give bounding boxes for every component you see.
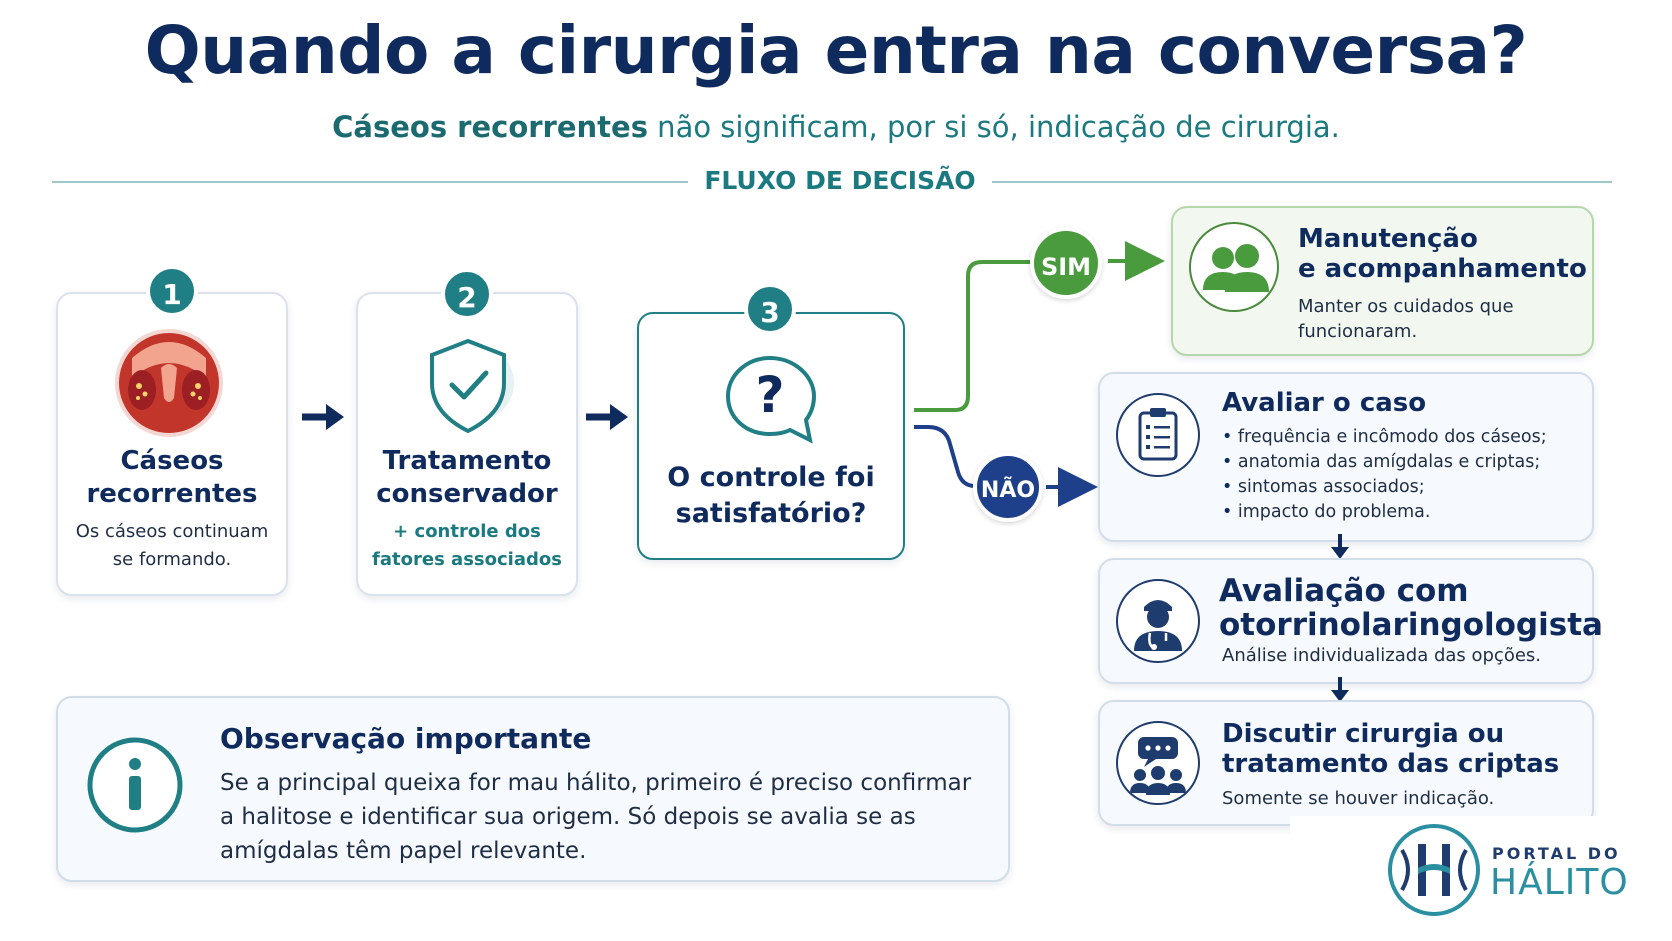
note-line1: Se a principal queixa for mau hálito, pr… bbox=[220, 770, 972, 796]
step-1-number: 1 bbox=[146, 265, 198, 317]
maintenance-text: Manter os cuidados que funcionaram. bbox=[1298, 294, 1588, 344]
note-line2: a halitose e identificar sua origem. Só … bbox=[220, 804, 916, 830]
divider-right bbox=[992, 181, 1612, 183]
page-title: Quando a cirurgia entra na conversa? bbox=[144, 12, 1528, 89]
clipboard-icon bbox=[1138, 408, 1178, 461]
step-2-title-line1: Tratamento bbox=[382, 446, 552, 476]
maintenance-text-line1: Manter os cuidados que bbox=[1298, 296, 1514, 317]
step-2-number: 2 bbox=[441, 268, 493, 320]
people-icon bbox=[1203, 244, 1269, 292]
note-text: Se a principal queixa for mau hálito, pr… bbox=[220, 766, 1000, 868]
step-1-title-line2: recorrentes bbox=[86, 479, 258, 509]
ent-text: Análise individualizada das opções. bbox=[1222, 645, 1542, 666]
discussion-icon-circle bbox=[1116, 721, 1200, 805]
step-1-text-line1: Os cáseos continuam bbox=[75, 521, 269, 542]
throat-icon bbox=[115, 329, 223, 437]
svg-text:?: ? bbox=[755, 366, 784, 424]
note-title: Observação importante bbox=[220, 722, 592, 755]
step-1-title-line1: Cáseos bbox=[120, 446, 224, 476]
discuss-title-line2: tratamento das criptas bbox=[1222, 749, 1560, 779]
yes-branch-line bbox=[914, 260, 1030, 412]
logo-area bbox=[1290, 816, 1672, 941]
subtitle-highlight: Cáseos recorrentes bbox=[332, 110, 648, 144]
people-icon-circle bbox=[1189, 222, 1279, 312]
no-branch-line bbox=[914, 425, 976, 488]
step-2-text: + controle dos fatores associados bbox=[356, 518, 578, 574]
logo-main-text: HÁLITO bbox=[1490, 862, 1629, 903]
evaluate-item: frequência e incômodo dos cáseos; bbox=[1222, 425, 1592, 450]
page-subtitle: Cáseos recorrentes não significam, por s… bbox=[0, 110, 1672, 144]
info-icon bbox=[87, 737, 183, 833]
discuss-text: Somente se houver indicação. bbox=[1222, 788, 1495, 809]
arrow-down-icon bbox=[1331, 534, 1349, 559]
evaluate-item: sintomas associados; bbox=[1222, 475, 1592, 500]
step-1-text-line2: se formando. bbox=[112, 549, 232, 570]
step-3-question: O controle foi satisfatório? bbox=[637, 460, 905, 532]
discuss-title-line1: Discutir cirurgia ou bbox=[1222, 719, 1505, 749]
section-label: FLUXO DE DECISÃO bbox=[704, 166, 976, 195]
evaluate-title: Avaliar o caso bbox=[1222, 388, 1427, 418]
evaluate-item: impacto do problema. bbox=[1222, 500, 1592, 525]
maintenance-title-line1: Manutenção bbox=[1298, 224, 1478, 254]
no-badge: NÃO bbox=[973, 452, 1043, 522]
evaluate-list: frequência e incômodo dos cáseos; anatom… bbox=[1222, 425, 1592, 525]
arrow-right-icon bbox=[302, 404, 344, 430]
discussion-icon bbox=[1130, 737, 1186, 795]
portal-logo-icon bbox=[1388, 824, 1480, 916]
logo-top-text: PORTAL DO bbox=[1492, 844, 1621, 863]
ent-title-line2: otorrinolaringologista bbox=[1219, 607, 1603, 643]
note-card bbox=[56, 696, 1010, 882]
step-2-text-line1: + controle dos bbox=[393, 521, 541, 542]
maintenance-title-line2: e acompanhamento bbox=[1298, 254, 1587, 284]
evaluate-item: anatomia das amígdalas e criptas; bbox=[1222, 450, 1592, 475]
step-3-line2: satisfatório? bbox=[675, 498, 867, 529]
maintenance-text-line2: funcionaram. bbox=[1298, 321, 1418, 342]
yes-badge: SIM bbox=[1030, 227, 1102, 299]
subtitle-rest: não significam, por si só, indicação de … bbox=[647, 110, 1340, 144]
divider-left bbox=[52, 181, 688, 183]
clipboard-icon-circle bbox=[1116, 393, 1200, 477]
question-bubble-icon: ? bbox=[725, 355, 817, 444]
shield-check-icon bbox=[430, 338, 514, 434]
step-3-card bbox=[637, 312, 905, 560]
step-3-line1: O controle foi bbox=[667, 462, 875, 493]
doctor-icon-circle bbox=[1116, 579, 1200, 663]
ent-title-line1: Avaliação com bbox=[1219, 573, 1469, 609]
arrow-right-icon bbox=[586, 404, 628, 430]
note-line3: amígdalas têm papel relevante. bbox=[220, 838, 587, 864]
arrow-down-icon bbox=[1331, 677, 1349, 702]
doctor-icon bbox=[1134, 600, 1182, 651]
step-2-text-line2: fatores associados bbox=[372, 549, 562, 570]
step-3-number: 3 bbox=[744, 283, 796, 335]
step-1-text: Os cáseos continuam se formando. bbox=[56, 518, 288, 574]
step-2-title-line2: conservador bbox=[376, 479, 558, 509]
